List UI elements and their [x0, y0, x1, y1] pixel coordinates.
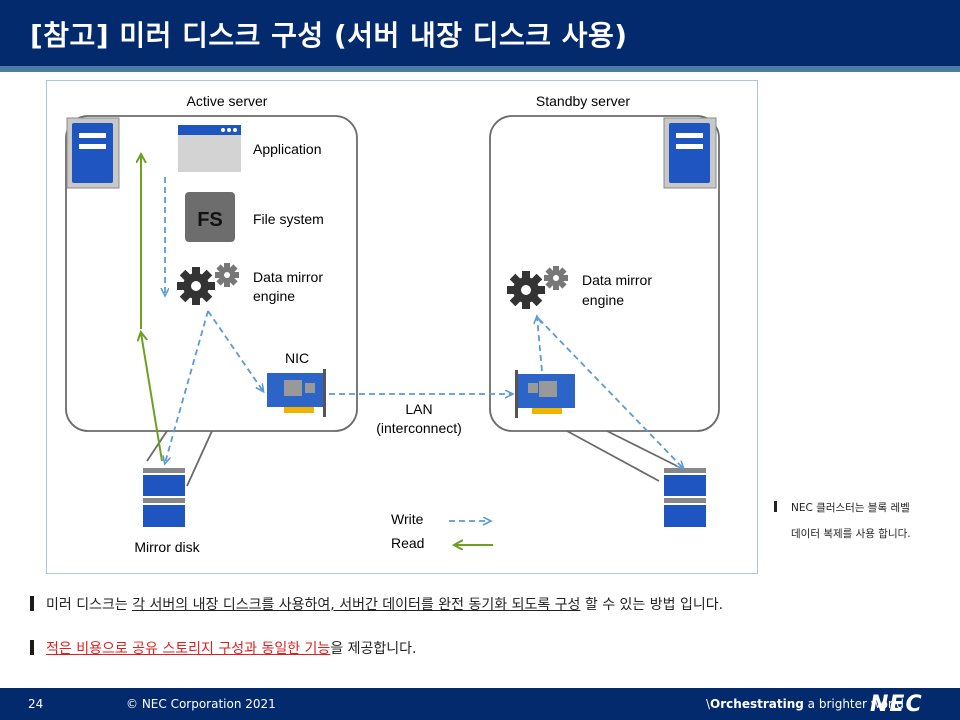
slogan: \Orchestrating a brighter world — [706, 697, 904, 711]
bullet-2-highlight: 적은 비용으로 공유 스토리지 구성과 동일한 기능 — [46, 641, 331, 657]
read-flow-arrows — [141, 155, 163, 462]
lan-label-line1: LAN — [405, 401, 432, 417]
bullet-item-2: 적은 비용으로 공유 스토리지 구성과 동일한 기능을 제공합니다. — [30, 638, 417, 658]
page-number: 24 — [28, 697, 44, 711]
bullet-marker — [30, 640, 34, 655]
mirror-disk-diagram: Active server Standby server Application — [46, 80, 758, 574]
footer: 24 © NEC Corporation 2021 \Orchestrating… — [0, 688, 960, 720]
lan-label-line2: (interconnect) — [376, 420, 462, 436]
standby-engine-label-line2: engine — [582, 292, 624, 308]
side-note-line2: 데이터 복제를 사용 합니다. — [791, 528, 911, 540]
bullet-1-underlined: 각 서버의 내장 디스크를 사용하여, 서버간 데이터를 완전 동기화 되도록 … — [132, 597, 581, 613]
title-stripe — [0, 66, 960, 72]
application-label: Application — [253, 141, 322, 157]
nic-label: NIC — [285, 350, 309, 366]
active-mirror-disk-icon — [143, 468, 185, 527]
standby-nic-icon — [515, 370, 575, 418]
bullet-2-post: 을 제공합니다. — [330, 641, 417, 657]
slogan-bold: Orchestrating — [710, 697, 804, 711]
filesystem-icon: FS — [185, 192, 235, 242]
filesystem-label: File system — [253, 211, 324, 227]
application-icon — [178, 125, 241, 172]
bullet-1-pre: 미러 디스크는 — [46, 597, 133, 613]
nec-logo: NEC — [870, 692, 923, 717]
active-engine-label-line2: engine — [253, 288, 295, 304]
side-note-line1: NEC 클러스터는 블록 레벨 — [791, 502, 910, 514]
standby-server-icon — [663, 117, 717, 189]
diagram-canvas: Active server Standby server Application — [65, 93, 720, 555]
active-server-box — [65, 115, 358, 487]
active-nic-icon — [267, 369, 326, 417]
standby-engine-label-line1: Data mirror — [582, 272, 652, 288]
active-server-label: Active server — [187, 93, 268, 109]
slogan-rest: a brighter world — [803, 697, 904, 711]
standby-engine-gear-icon — [507, 266, 568, 309]
standby-server-box — [489, 115, 720, 482]
legend-write-label: Write — [391, 511, 424, 527]
write-flow-arrows — [165, 177, 683, 468]
slogan-prefix: \ — [706, 697, 711, 711]
title-bar: [참고] 미러 디스크 구성 (서버 내장 디스크 사용) — [0, 0, 960, 66]
active-server-icon — [66, 117, 120, 189]
bullet-1-post: 할 수 있는 방법 입니다. — [580, 597, 724, 613]
standby-server-label: Standby server — [536, 93, 630, 109]
copyright: © NEC Corporation 2021 — [126, 697, 276, 711]
active-engine-label-line1: Data mirror — [253, 269, 323, 285]
mirror-disk-label: Mirror disk — [134, 539, 200, 555]
bullet-marker — [30, 596, 34, 611]
fs-icon-text: FS — [197, 209, 223, 231]
standby-mirror-disk-icon — [664, 468, 706, 527]
side-note: NEC 클러스터는 블록 레벨 데이터 복제를 사용 합니다. — [774, 495, 911, 547]
legend-read-label: Read — [391, 535, 424, 551]
side-note-bullet — [774, 501, 777, 512]
bullet-item-1: 미러 디스크는 각 서버의 내장 디스크를 사용하여, 서버간 데이터를 완전 … — [30, 594, 723, 614]
slide-title: [참고] 미러 디스크 구성 (서버 내장 디스크 사용) — [30, 19, 628, 52]
